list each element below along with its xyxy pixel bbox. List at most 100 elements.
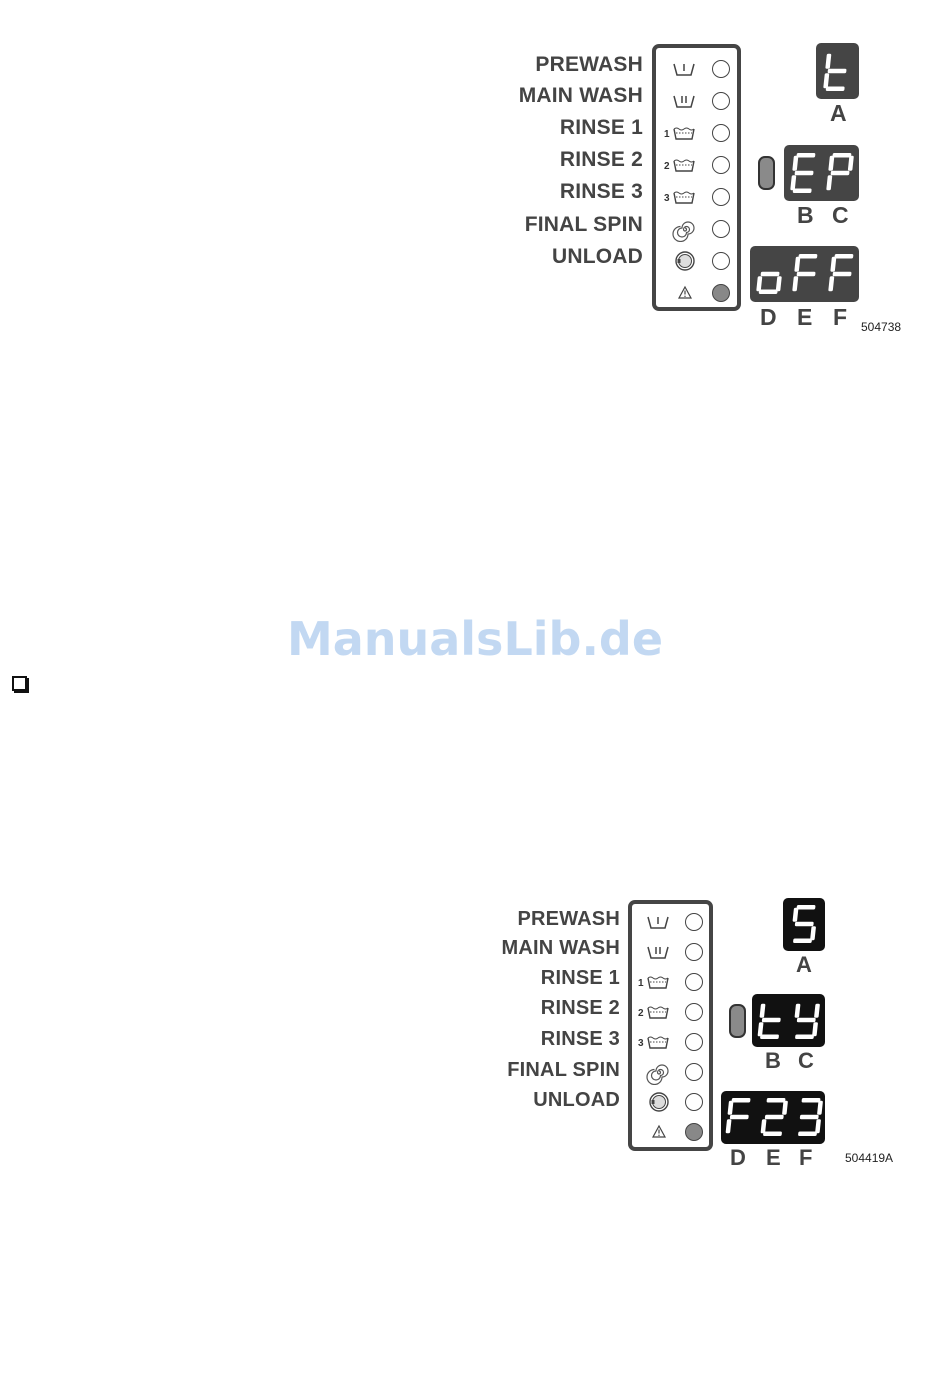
warning-icon (642, 1119, 676, 1145)
row-rinse-1: 1 (656, 120, 737, 146)
rinse-1-icon: 1 (662, 120, 702, 146)
row-warning (632, 1119, 709, 1145)
segment-f (795, 1004, 801, 1018)
segment-a (796, 153, 815, 158)
letter-e-2: E (766, 1145, 781, 1171)
row-final-spin (632, 1059, 709, 1085)
label-rinse-1: RINSE 1 (560, 116, 643, 140)
letter-c-2: C (798, 1048, 814, 1074)
label-unload: UNLOAD (552, 245, 643, 269)
display-bc-2 (752, 994, 825, 1047)
program-labels-1: PREWASH MAIN WASH RINSE 1 RINSE 2 RINSE … (0, 0, 643, 300)
segment-e (826, 175, 832, 190)
segment-a (798, 254, 817, 259)
letter-b-2: B (765, 1048, 781, 1074)
segment-f (830, 257, 836, 272)
label-final-spin: FINAL SPIN (525, 213, 643, 237)
rinse-1-icon: 1 (636, 969, 676, 995)
seven-seg-digit (823, 54, 848, 91)
door-icon (668, 248, 702, 274)
led-rinse-3 (712, 188, 730, 206)
segment-g (831, 171, 850, 176)
segment-e (761, 1119, 767, 1133)
rinse-number-1: 1 (638, 978, 644, 989)
label-rinse-3: RINSE 3 (541, 1028, 620, 1051)
row-warning (656, 280, 737, 306)
letter-f-2: F (799, 1145, 812, 1171)
row-final-spin (656, 216, 737, 242)
prewash-icon (668, 56, 702, 82)
led-prewash (685, 913, 703, 931)
segment-g (795, 922, 814, 927)
seven-seg-digit (828, 254, 853, 291)
letter-c-1: C (832, 202, 849, 229)
segment-f (794, 257, 800, 272)
segment-e (792, 276, 798, 291)
segment-g (797, 1018, 816, 1023)
seven-seg-digit (792, 1004, 820, 1039)
segment-a (796, 905, 815, 910)
segment-d (759, 290, 778, 295)
led-rinse-3 (685, 1033, 703, 1051)
display-bc-1 (784, 145, 859, 201)
rinse-2-icon: 2 (662, 152, 702, 178)
segment-a (832, 153, 851, 158)
segment-d (793, 189, 812, 194)
seven-seg-digit (760, 1098, 788, 1136)
segment-e (756, 276, 762, 291)
led-warning (685, 1123, 703, 1141)
rinse-number-2: 2 (664, 161, 670, 172)
label-rinse-2: RINSE 2 (541, 997, 620, 1020)
indicator-pill-1 (758, 156, 775, 190)
led-main-wash (712, 92, 730, 110)
seven-seg-digit (826, 153, 854, 190)
display-def-1 (750, 246, 859, 302)
row-rinse-2: 2 (632, 999, 709, 1025)
label-prewash: PREWASH (517, 908, 620, 931)
led-unload (712, 252, 730, 270)
rinse-number-1: 1 (664, 129, 670, 140)
segment-f (828, 156, 834, 171)
watermark: ManualsLib.de (0, 612, 950, 666)
seven-seg-digit (792, 254, 817, 291)
label-rinse-3: RINSE 3 (560, 180, 643, 204)
led-rinse-1 (685, 973, 703, 991)
segment-c (815, 1119, 821, 1133)
rinse-number-2: 2 (638, 1008, 644, 1019)
figure-code-1: 504738 (861, 320, 901, 334)
led-warning (712, 284, 730, 302)
seg-display-def-2 (721, 1091, 825, 1144)
row-main-wash (656, 88, 737, 114)
letter-a-1: A (830, 100, 847, 127)
segment-f (825, 54, 831, 69)
label-unload: UNLOAD (533, 1089, 620, 1112)
letter-a-2: A (796, 952, 812, 978)
row-rinse-3: 3 (656, 184, 737, 210)
led-main-wash (685, 943, 703, 961)
row-prewash (632, 909, 709, 935)
label-rinse-1: RINSE 1 (541, 967, 620, 990)
display-diagram-2: PREWASH MAIN WASH RINSE 1 RINSE 2 RINSE … (0, 880, 950, 1180)
segment-c (812, 1022, 818, 1036)
door-icon (642, 1089, 676, 1115)
segment-f (793, 908, 799, 922)
label-prewash: PREWASH (535, 53, 643, 77)
segment-d (826, 87, 845, 92)
segment-f (792, 156, 798, 171)
segment-d (793, 939, 812, 944)
seg-display-def-1 (750, 246, 859, 302)
indicator-panel-1: 1 2 3 (652, 44, 741, 311)
led-rinse-2 (712, 156, 730, 174)
seg-display-a-2 (783, 898, 825, 951)
indicator-pill-2 (729, 1004, 746, 1038)
spin-icon (668, 216, 702, 242)
seven-seg-digit (790, 153, 816, 193)
segment-a (731, 1098, 750, 1103)
seven-seg-digit (757, 1004, 782, 1039)
checkbox-bullet (12, 676, 27, 691)
segment-e (828, 276, 834, 291)
seg-display-a-1 (816, 43, 859, 99)
label-main-wash: MAIN WASH (502, 937, 620, 960)
seg-display-bc-1 (784, 145, 859, 201)
segment-e (726, 1119, 732, 1133)
